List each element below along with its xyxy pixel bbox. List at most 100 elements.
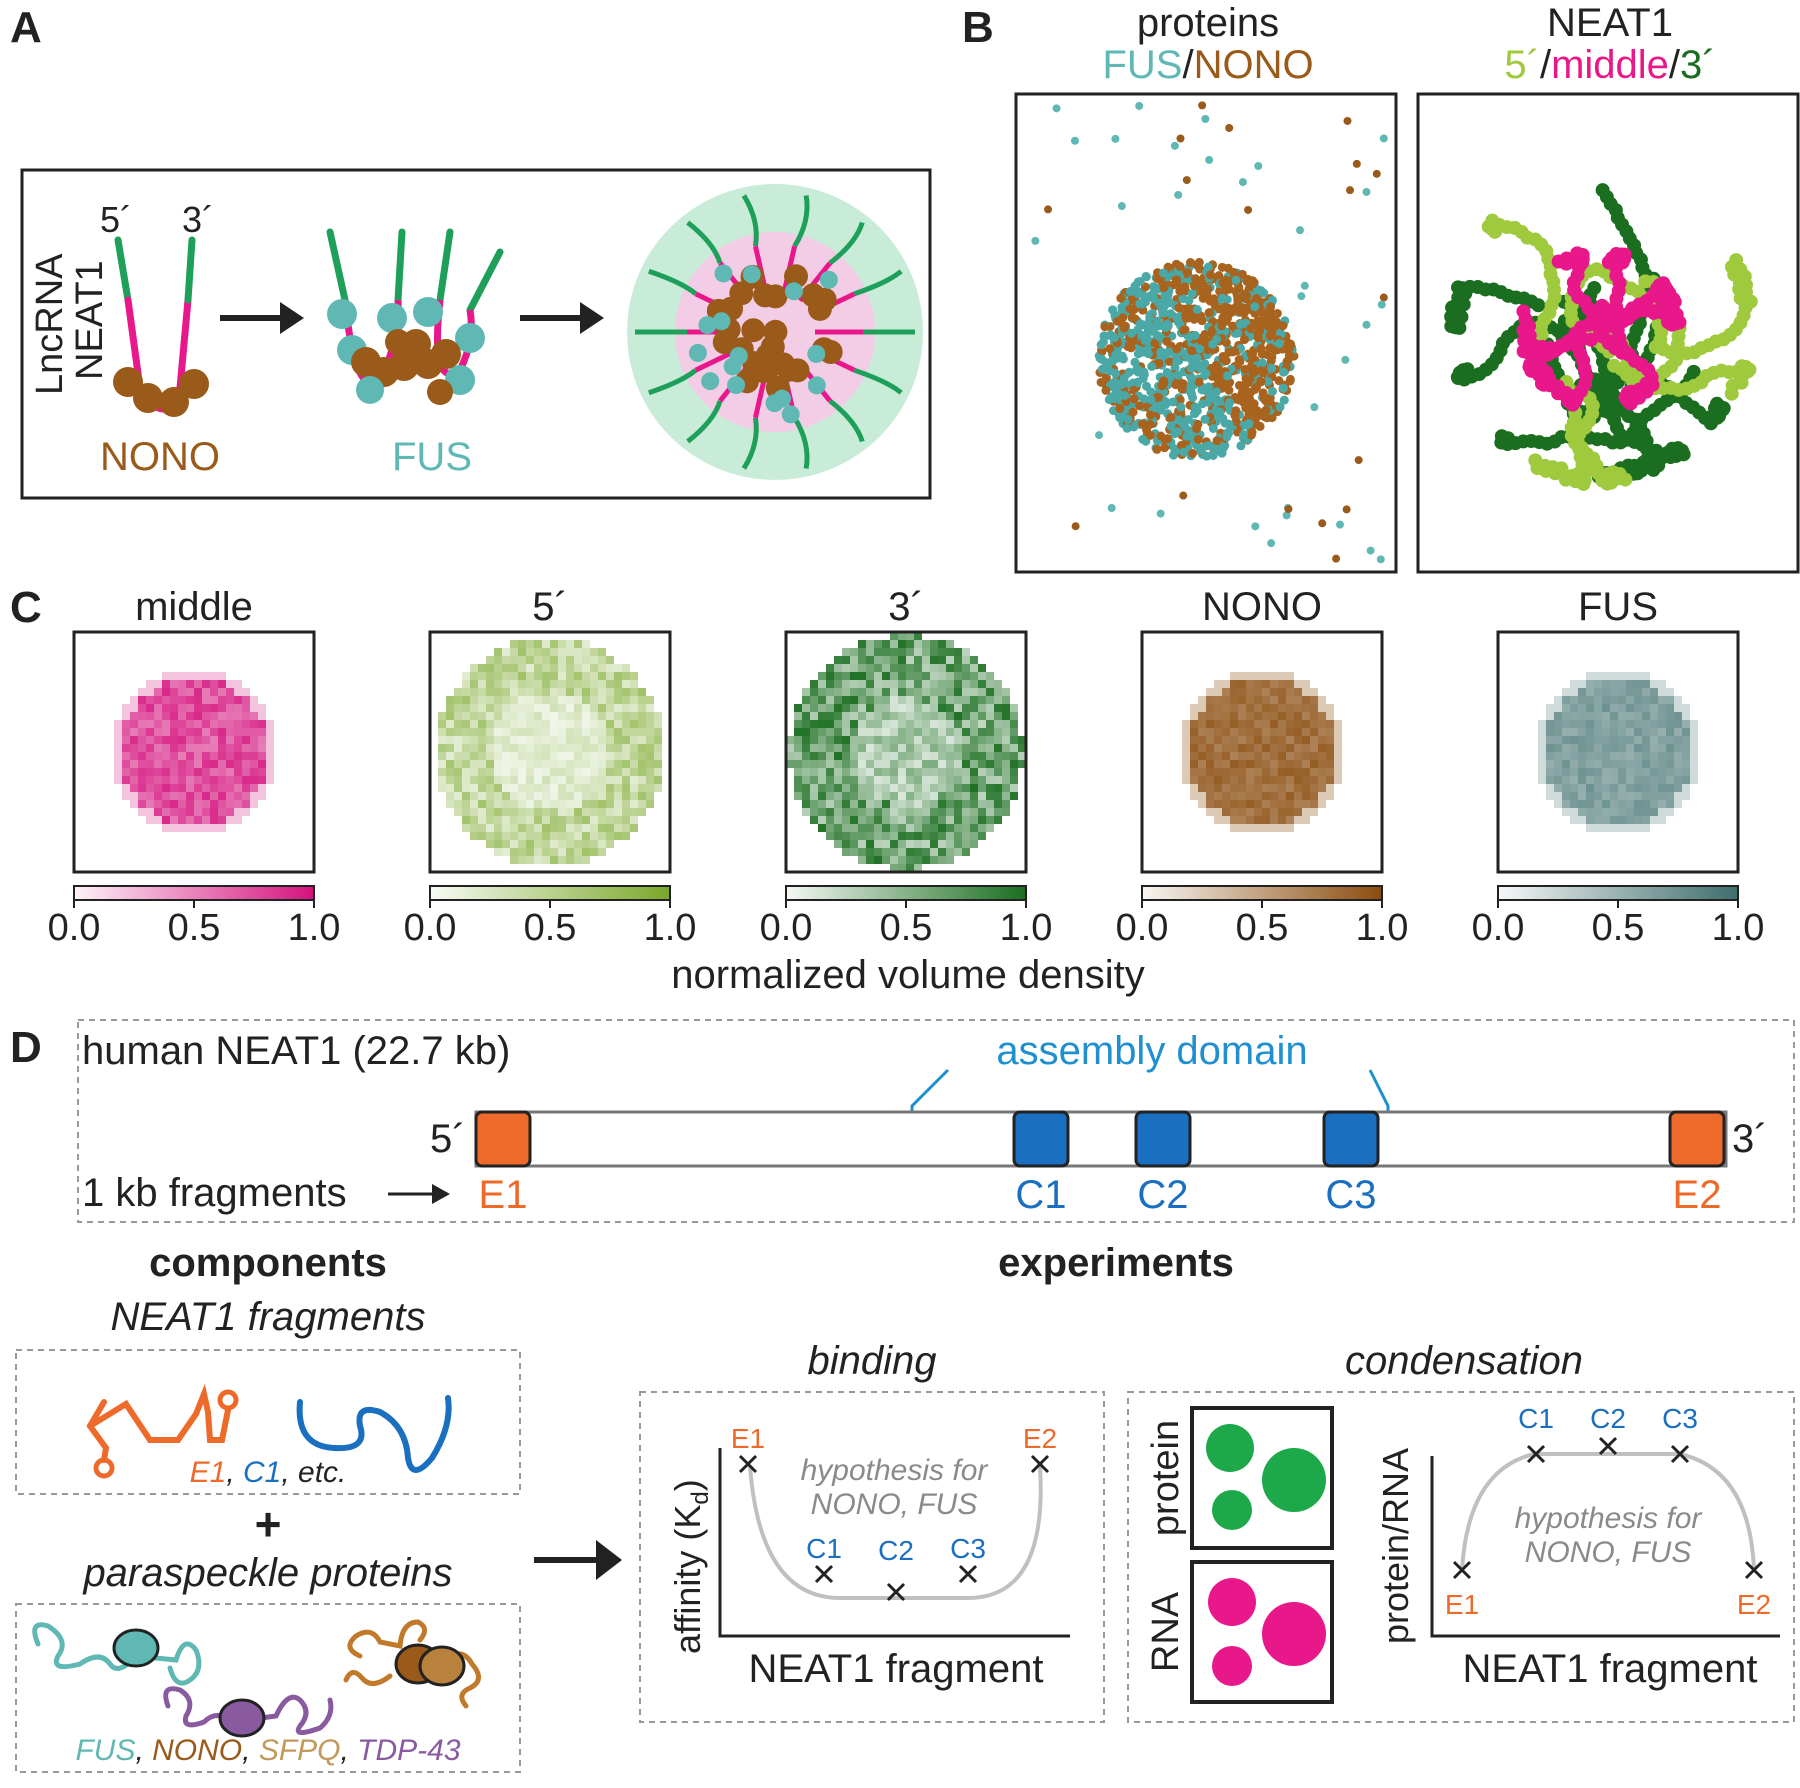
density-map-0: middle 0.0 0.5 1.0 <box>48 585 341 949</box>
binding-e2-label: E2 <box>1023 1423 1057 1454</box>
colorbar-tick-label: 1.0 <box>1356 907 1409 949</box>
experiment-arrowhead-icon <box>596 1540 622 1580</box>
fragment-e1-box <box>474 1110 532 1168</box>
colorbar-tick-label: 1.0 <box>1712 907 1765 949</box>
colorbar <box>73 885 315 901</box>
colorbar <box>1497 885 1739 901</box>
gene-title: human NEAT1 (22.7 kb) <box>82 1029 510 1073</box>
fus-label: FUS <box>392 435 472 479</box>
gene-map-frame <box>77 1019 1795 1223</box>
gene-five-prime: 5´ <box>430 1117 466 1161</box>
cond-c2-label: C2 <box>1590 1403 1626 1434</box>
binding-c3-label: C3 <box>950 1533 986 1564</box>
condensation-box <box>1127 1391 1795 1723</box>
colorbar-tick-label: 0.0 <box>760 907 813 949</box>
colorbar <box>429 885 671 901</box>
e1-fragment-icon <box>86 1399 110 1463</box>
colorbar-tick-label: 1.0 <box>1000 907 1053 949</box>
protein-simulation-render <box>1031 101 1388 564</box>
fragments-caption: E1, C1, etc. <box>190 1456 347 1489</box>
colorbar-tick-label: 0.0 <box>1472 907 1525 949</box>
svg-text:NEAT1: NEAT1 <box>69 260 111 380</box>
condensation-ylabel: protein/RNA <box>1375 1448 1416 1644</box>
assembly-domain-label: assembly domain <box>996 1029 1307 1073</box>
colorbar-tick-label: 0.0 <box>1116 907 1169 949</box>
binding-c2-label: C2 <box>878 1535 914 1566</box>
experiments-header: experiments <box>998 1241 1234 1285</box>
colorbar <box>785 885 1027 901</box>
gene-three-prime: 3´ <box>1732 1117 1768 1161</box>
panel-d-letter: D <box>10 1023 42 1072</box>
cond-c3-label: C3 <box>1662 1403 1698 1434</box>
rna-droplet <box>1212 1646 1252 1686</box>
arrowhead-icon <box>280 302 304 334</box>
cond-c1-label: C1 <box>1518 1403 1554 1434</box>
paraspeckle-icon <box>627 184 923 480</box>
fragment-c1-label: C1 <box>1015 1173 1066 1217</box>
condensation-markers <box>1452 1436 1764 1580</box>
binding-axes <box>718 1448 1070 1638</box>
binding-e1-label: E1 <box>731 1423 765 1454</box>
fragment-e1-label: E1 <box>479 1173 528 1217</box>
colorbar-tick-label: 1.0 <box>644 907 697 949</box>
colorbar-tick-label: 0.5 <box>524 907 577 949</box>
colorbar <box>1141 885 1383 901</box>
fragments-box <box>15 1349 521 1495</box>
protein-droplet <box>1206 1424 1254 1472</box>
fragments-label: 1 kb fragments <box>82 1171 347 1215</box>
condensation-hypothesis-curve <box>1460 1452 1756 1571</box>
density-map-title: 3´ <box>888 585 924 629</box>
condensation-xlabel: NEAT1 fragment <box>1463 1647 1758 1691</box>
cond-rna-label: RNA <box>1145 1591 1187 1672</box>
neat1-subtitle: 5´/middle/3´ <box>1504 43 1715 87</box>
panel-a-frame <box>20 168 932 500</box>
density-map-title: FUS <box>1578 585 1658 629</box>
density-map-title: NONO <box>1202 585 1322 629</box>
cond-e1-label: E1 <box>1445 1589 1479 1620</box>
arrowhead-icon <box>580 302 604 334</box>
neat1-title: NEAT1 <box>1547 1 1673 45</box>
fragment-c1-box <box>1012 1110 1070 1168</box>
fragment-e2-box <box>1668 1110 1726 1168</box>
fragments-subheader: NEAT1 fragments <box>111 1295 426 1339</box>
proteins-subheader: paraspeckle proteins <box>82 1551 452 1595</box>
density-map-title: middle <box>135 585 253 629</box>
condensation-axes <box>1430 1456 1780 1638</box>
neat1-axis-label: LncRNA NEAT1 <box>29 253 111 395</box>
binding-title: binding <box>807 1339 936 1383</box>
fragment-c3-box <box>1322 1110 1380 1168</box>
colorbar-tick-label: 0.0 <box>48 907 101 949</box>
colorbar-tick-label: 1.0 <box>288 907 341 949</box>
density-maps: middle 0.0 0.5 1.0 5´ 0.0 0.5 1.0 3´ 0.0 0.5 1.0 NON… <box>48 585 1765 949</box>
proteins-subtitle: FUS/NONO <box>1102 43 1313 87</box>
cond-hypothesis-line1: hypothesis for <box>1515 1502 1703 1535</box>
panel-c-letter: C <box>10 583 42 632</box>
binding-box <box>639 1391 1105 1723</box>
five-prime-label: 5´ <box>100 199 132 240</box>
fragment-c2-label: C2 <box>1137 1173 1188 1217</box>
panel-b-letter: B <box>962 3 994 52</box>
nono-label: NONO <box>100 435 220 479</box>
rna-simulation-render <box>1444 183 1758 491</box>
binding-xlabel: NEAT1 fragment <box>749 1647 1044 1691</box>
binding-ylabel: affinity (Kd) <box>667 1479 714 1654</box>
density-map-title: 5´ <box>532 585 568 629</box>
binding-markers <box>738 1454 1050 1602</box>
density-map-4: FUS 0.0 0.5 1.0 <box>1472 585 1765 949</box>
cond-protein-label: protein <box>1145 1420 1187 1536</box>
protein-droplet <box>1212 1490 1252 1530</box>
colorbar-tick-label: 0.5 <box>880 907 933 949</box>
density-map-2: 3´ 0.0 0.5 1.0 <box>760 585 1053 949</box>
binding-c1-label: C1 <box>806 1533 842 1564</box>
rna-droplet <box>1208 1578 1256 1626</box>
colorbar-tick-label: 0.5 <box>1592 907 1645 949</box>
neat1-hairpin <box>113 236 209 417</box>
fragment-c3-label: C3 <box>1325 1173 1376 1217</box>
rna-droplet <box>1262 1602 1326 1666</box>
colorbar-tick-label: 0.5 <box>168 907 221 949</box>
density-xlabel: normalized volume density <box>671 953 1145 997</box>
colorbar-tick-label: 0.0 <box>404 907 457 949</box>
density-map-1: 5´ 0.0 0.5 1.0 <box>404 585 697 949</box>
